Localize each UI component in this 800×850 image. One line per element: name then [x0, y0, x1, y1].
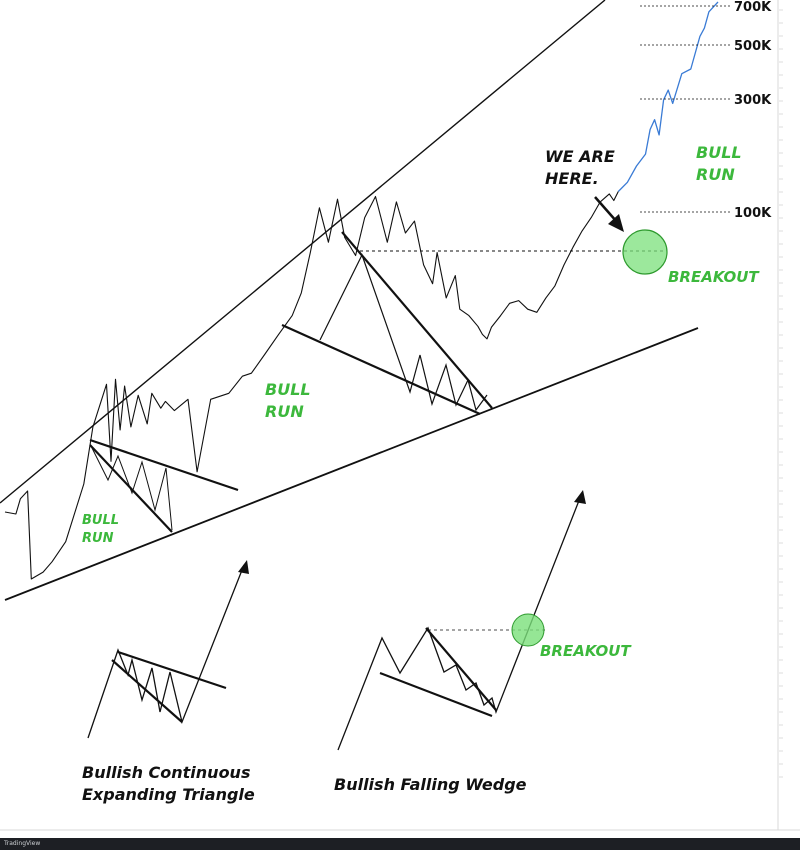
- we-are-here-label-line: HERE.: [545, 169, 599, 188]
- wedge-zigzag: [319, 253, 488, 412]
- wedge-caption: Bullish Falling Wedge: [334, 775, 527, 794]
- footer-bar: TradingView: [0, 838, 800, 850]
- diagram-wedge-lower: [379, 671, 493, 718]
- bull-run-main-label: BULL RUN: [696, 143, 742, 184]
- we-are-here-label: WE ARE HERE.: [545, 147, 615, 188]
- bull-run-left-label-line: BULL: [82, 513, 119, 528]
- channel-lower-line: [4, 327, 699, 601]
- price-level-label: 100K: [734, 206, 772, 221]
- triangle-caption-line: Bullish Continuous: [82, 763, 250, 782]
- breakout-diagram-label: BREAKOUT: [540, 642, 632, 660]
- diagram-wedge-path: [337, 497, 581, 751]
- annotation-labels: WE ARE HERE. BULL RUN BULL RUN BULL RUN BREAKOUT…: [82, 143, 760, 804]
- breakout-diagram-label-line: BREAKOUT: [540, 642, 632, 660]
- diagram-triangle-upper: [117, 650, 227, 690]
- diagram-breakout-circle: [511, 613, 545, 647]
- chart-structure-lines: [0, 0, 800, 831]
- breakout-main-label-line: BREAKOUT: [668, 268, 760, 286]
- diagram-wedge-arrow: [574, 490, 586, 504]
- diagram-triangle-lower: [111, 659, 183, 723]
- we-are-here-label-line: WE ARE: [545, 147, 615, 166]
- pointer-arrow-shaft: [594, 196, 618, 223]
- triangle-zigzag: [91, 447, 173, 531]
- wedge-upper-line: [341, 231, 493, 409]
- bull-run-mid-label-line: BULL: [265, 380, 311, 399]
- bull-run-main-label-line: RUN: [696, 165, 735, 184]
- diagram-wedge-upper: [425, 627, 497, 711]
- chart-series-layer: [4, 1, 719, 580]
- price-level-label: 700K: [734, 0, 772, 15]
- wedge-lower-line: [281, 323, 481, 416]
- price-levels: 700K 500K 300K 100K: [640, 0, 772, 221]
- channel-upper-line: [0, 0, 606, 504]
- bull-run-left-label: BULL RUN: [82, 513, 119, 546]
- price-level-label: 300K: [734, 93, 772, 108]
- triangle-caption-line: Expanding Triangle: [82, 785, 255, 804]
- triangle-upper-line: [89, 438, 239, 492]
- triangle-lower-line: [89, 444, 173, 533]
- bull-run-mid-label-line: RUN: [265, 402, 304, 421]
- diagram-triangle-arrow: [238, 560, 249, 574]
- plot-area: [0, 0, 778, 830]
- breakout-circle: [622, 229, 668, 275]
- bull-run-main-label-line: BULL: [696, 143, 742, 162]
- wedge-caption-line: Bullish Falling Wedge: [334, 775, 527, 794]
- footer-brand: TradingView: [4, 840, 41, 847]
- breakout-main-label: BREAKOUT: [668, 268, 760, 286]
- bull-run-mid-label: BULL RUN: [265, 380, 311, 421]
- diagram-triangle-path: [87, 564, 245, 739]
- pointer-arrow-head: [608, 214, 624, 232]
- history-series-line: [4, 191, 619, 580]
- projection-series-line: [617, 1, 719, 192]
- price-level-label: 500K: [734, 39, 772, 54]
- bull-run-left-label-line: RUN: [82, 531, 114, 546]
